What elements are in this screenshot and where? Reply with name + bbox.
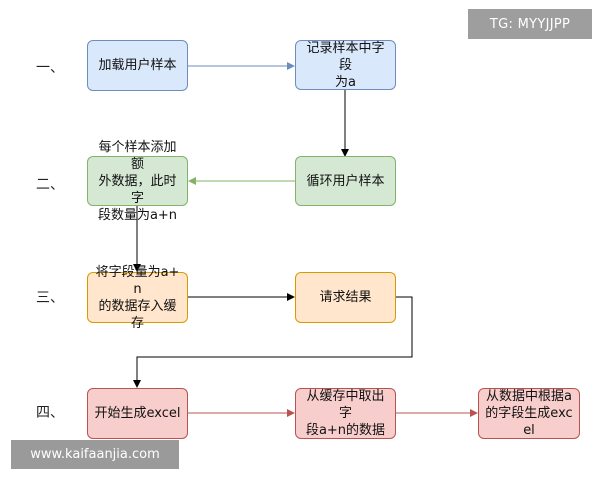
node-cache-fields: 将字段量为a+n 的数据存入缓存 [87, 265, 188, 331]
node-loop-samples: 循环用户样本 [295, 156, 396, 206]
edge-request-to-start [133, 296, 413, 388]
node-start-excel: 开始生成excel [87, 388, 188, 439]
step-label-3: 三、 [36, 290, 64, 306]
watermark-badge-tg: TG: MYYJJPP [468, 9, 592, 39]
node-add-extra-fields: 每个样本添加额 外数据，此时字 段数量为a+n [87, 140, 188, 223]
node-load-samples: 加载用户样本 [87, 40, 188, 91]
step-label-1: 一、 [36, 60, 64, 76]
node-request-result: 请求结果 [295, 272, 396, 323]
node-record-fields: 记录样本中字段 为a [295, 40, 396, 90]
step-label-2: 二、 [36, 177, 64, 193]
node-generate-excel: 从数据中根据a 的字段生成excel [478, 388, 580, 439]
step-label-4: 四、 [36, 405, 64, 421]
watermark-site: www.kaifaanjia.com [11, 440, 179, 469]
node-fetch-cache: 从缓存中取出字 段a+n的数据 [295, 388, 396, 439]
